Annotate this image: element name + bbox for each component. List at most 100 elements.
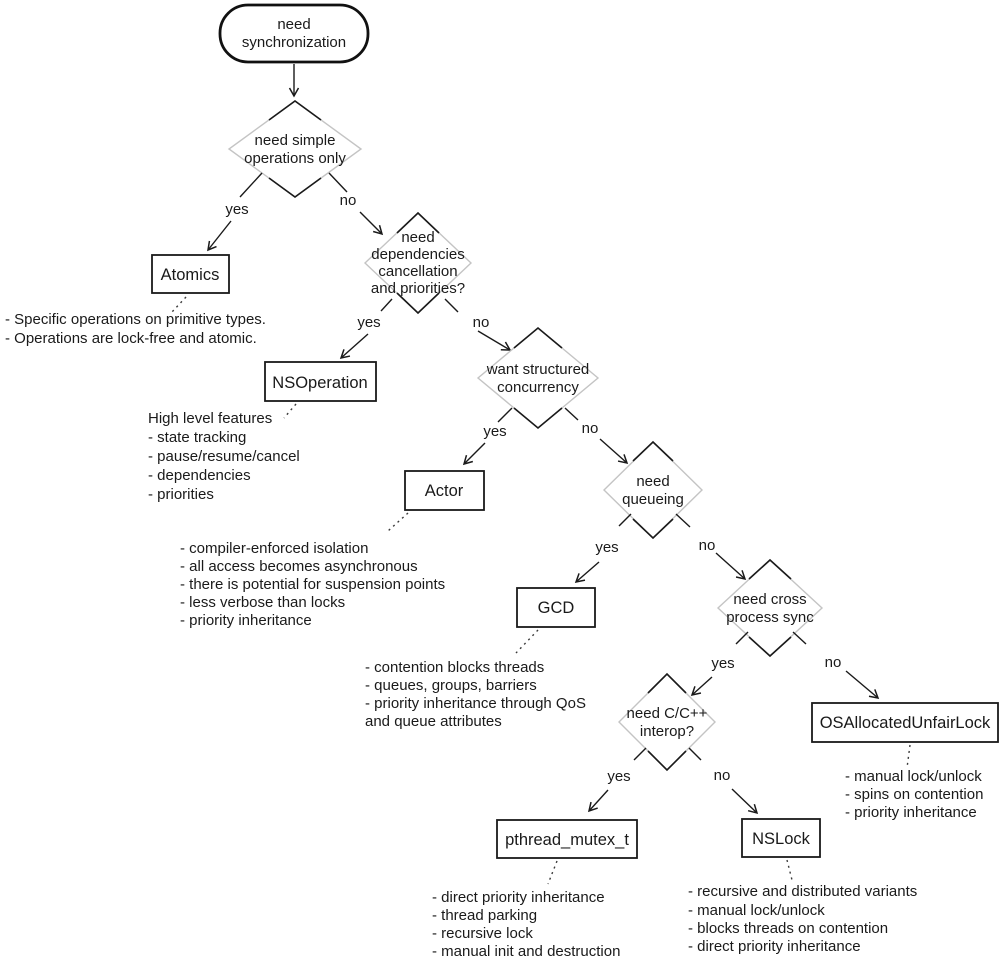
decision-structured: want structured concurrency [476,326,600,430]
decision-simple-ops-top-chevron [268,100,322,121]
decision-interop: need C/C++ interop? [618,672,716,772]
edge-structured-yes-stub [497,407,513,423]
decision-interop-top-chevron [647,672,687,694]
result-nslock: NSLock [741,818,821,858]
edge-queueing-yes-arrow [574,561,600,584]
decision-queueing-bottom-chevron [632,518,674,540]
nslock-notes: - recursive and distributed variants - m… [688,883,917,955]
nsoperation-notes: High level features - state tracking - p… [148,410,300,503]
actor-note-line: - all access becomes asynchronous [180,558,418,575]
atomics-notes-link [171,296,187,313]
edge-structured-no-stub [564,407,579,421]
decision-interop-bottom-chevron [647,750,687,772]
decision-dependencies-top-chevron [396,211,440,234]
edge-cross-process-yes-stub [735,631,749,645]
decision-dependencies-line3: cancellation [378,263,457,280]
pthread-mutex-note-line: - direct priority inheritance [432,889,605,906]
gcd-note-line: - priority inheritance through QoS [365,695,586,712]
actor-notes-link [387,512,409,532]
nsoperation-note-line: - state tracking [148,429,246,446]
edge-label-dependencies-no: no [473,314,490,331]
nsoperation-notes-link [283,403,297,419]
result-actor-label: Actor [425,482,464,500]
edge-label-interop-no: no [714,767,731,784]
edge-queueing-yes-stub [618,513,632,527]
edge-queueing-no-arrow [715,552,747,581]
decision-structured-line2: concurrency [497,379,579,396]
nsoperation-note-line: High level features [148,410,272,427]
decision-simple-ops-line1: need simple [255,132,336,149]
decision-dependencies: need dependencies cancellation and prior… [363,211,473,315]
result-atomics-label: Atomics [161,266,220,284]
result-gcd-box [516,587,596,628]
result-osallocatedunfairlock: OSAllocatedUnfairLock [811,702,999,743]
nsoperation-note-line: - pause/resume/cancel [148,448,300,465]
result-osallocatedunfairlock-box [811,702,999,743]
osallocatedunfairlock-notes-link [906,744,911,769]
decision-structured-line1: want structured [486,361,590,378]
edge-label-queueing-yes: yes [595,539,618,556]
decision-dependencies-line4: and priorities? [371,280,465,297]
start-node: need synchronization [218,3,370,64]
actor-notes: - compiler-enforced isolation - all acce… [180,540,445,629]
gcd-note-line: - queues, groups, barriers [365,677,537,694]
actor-note-line: - less verbose than locks [180,594,345,611]
actor-note-line: - there is potential for suspension poin… [180,576,445,593]
edge-label-queueing-no: no [699,537,716,554]
decision-interop-shape [618,673,716,771]
atomics-notes: - Specific operations on primitive types… [5,311,266,347]
result-pthread-mutex-label: pthread_mutex_t [505,831,629,849]
edge-label-cross-process-yes: yes [711,655,734,672]
decision-cross-process-line2: process sync [726,609,814,626]
edge-simple-ops-yes-arrow [207,220,232,252]
nslock-notes-link [786,859,793,881]
pthread-mutex-note-line: - thread parking [432,907,537,924]
edge-label-simple-ops-no: no [340,192,357,209]
start-node-shape [218,3,370,64]
edge-label-dependencies-yes: yes [357,314,380,331]
decision-simple-ops: need simple operations only [227,100,363,198]
edge-label-structured-yes: yes [483,423,506,440]
edge-label-cross-process-no: no [825,654,842,671]
result-atomics-box [151,254,230,294]
start-node-line1: need [277,16,310,33]
result-atomics: Atomics [151,254,230,294]
result-nsoperation: NSOperation [264,361,377,402]
result-gcd-label: GCD [538,599,575,617]
result-nslock-label: NSLock [752,830,811,848]
atomics-note-line: - Operations are lock-free and atomic. [5,330,257,347]
nslock-note-line: - recursive and distributed variants [688,883,917,900]
result-actor-box [404,470,485,511]
osallocatedunfairlock-note-line: - spins on contention [845,786,983,803]
pthread-mutex-note-line: - manual init and destruction [432,943,620,960]
edge-dependencies-no-arrow [477,330,512,351]
osallocatedunfairlock-note-line: - priority inheritance [845,804,977,821]
gcd-note-line: and queue attributes [365,713,502,730]
actor-note-line: - priority inheritance [180,612,312,629]
edge-structured-no-arrow [599,438,629,465]
edge-interop-no-stub [688,747,702,761]
decision-simple-ops-shape [227,100,363,198]
decision-structured-top-chevron [513,326,563,349]
decision-dependencies-line1: need [401,229,434,246]
edge-simple-ops-no-stub [328,172,348,193]
actor-note-line: - compiler-enforced isolation [180,540,368,557]
decision-queueing-line1: need [636,473,669,490]
decision-simple-ops-line2: operations only [244,150,346,167]
atomics-note-line: - Specific operations on primitive types… [5,311,266,328]
pthread-mutex-notes-link [547,860,558,885]
gcd-notes-link [515,629,539,654]
edge-queueing-no-stub [675,513,691,528]
nslock-note-line: - manual lock/unlock [688,902,825,919]
edge-simple-ops-no-arrow [359,211,384,236]
pthread-mutex-note-line: - recursive lock [432,925,533,942]
decision-interop-line2: interop? [640,723,694,740]
edge-interop-yes-stub [633,747,647,761]
decision-cross-process: need cross process sync [716,558,824,658]
edge-label-simple-ops-yes: yes [225,201,248,218]
edge-interop-yes-arrow [587,789,609,813]
nsoperation-note-line: - priorities [148,486,214,503]
decision-cross-process-shape [716,559,824,657]
decision-simple-ops-bottom-chevron [268,177,322,198]
result-osallocatedunfairlock-label: OSAllocatedUnfairLock [820,714,991,732]
